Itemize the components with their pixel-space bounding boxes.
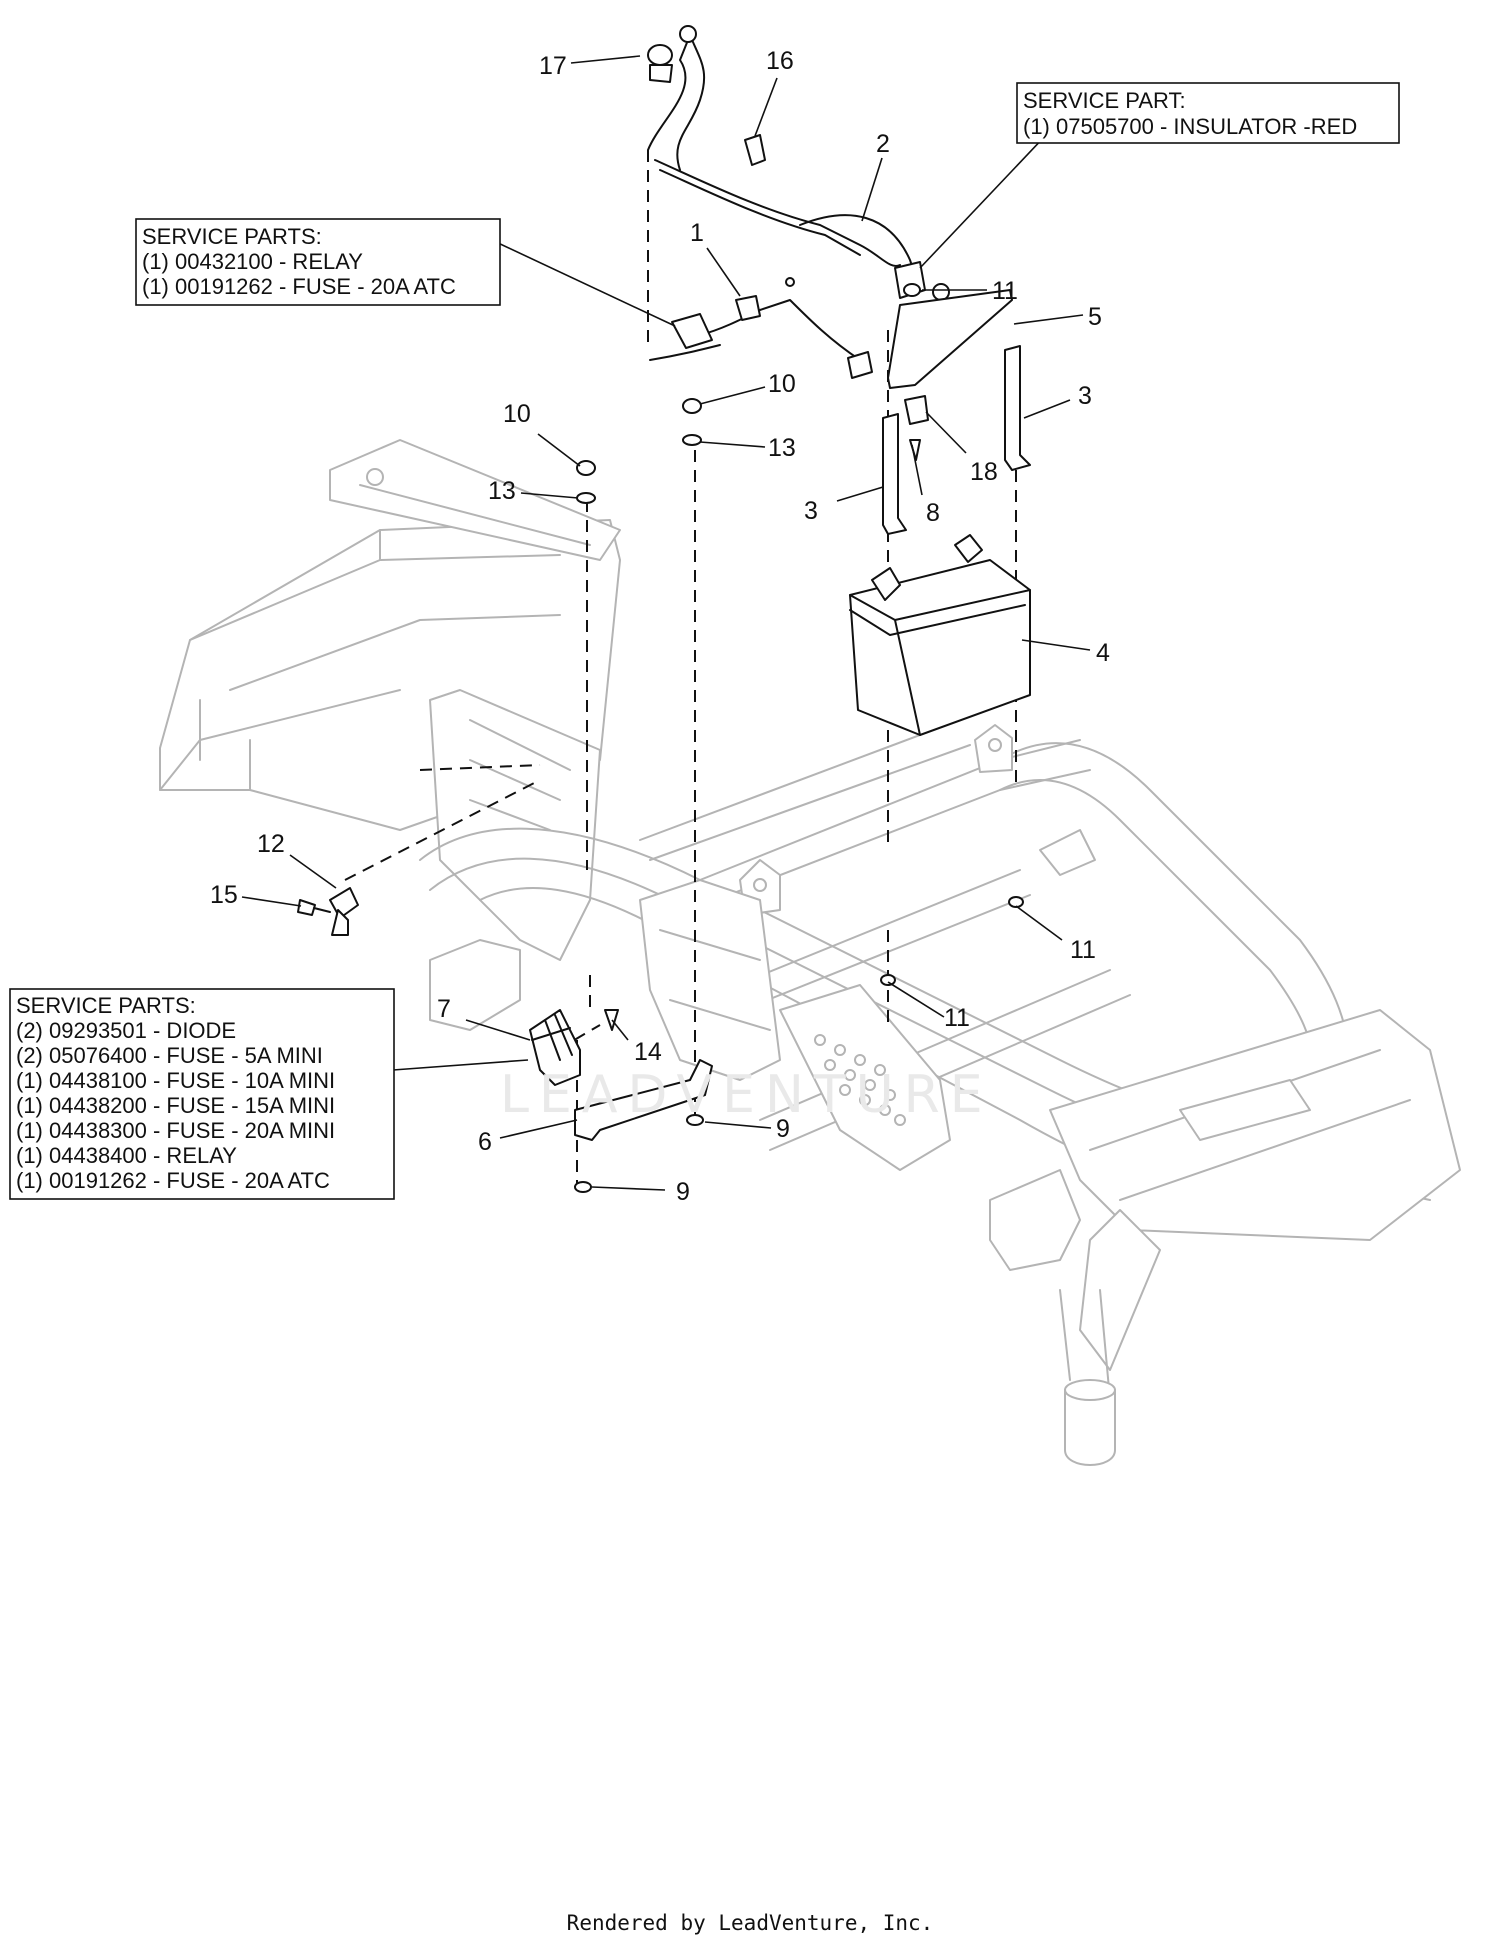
clip-16 — [744, 134, 766, 166]
watermark: LEADVENTURE — [500, 1065, 993, 1125]
callout-11-top: 11 — [992, 277, 1018, 305]
washer-13-center — [682, 434, 702, 446]
service-box-line: (1) 04438200 - FUSE - 15A MINI — [16, 1093, 335, 1118]
callout-15: 15 — [210, 881, 238, 909]
bracket-5 — [887, 289, 1013, 389]
callout-13-left: 13 — [488, 477, 516, 505]
service-box-relay: SERVICE PARTS: (1) 00432100 - RELAY (1) … — [135, 218, 501, 306]
service-box-line: (1) 00432100 - RELAY — [142, 249, 363, 274]
callout-16: 16 — [766, 47, 794, 75]
callout-14: 14 — [634, 1038, 662, 1066]
washer-13-left — [576, 492, 596, 504]
service-box-line: (2) 05076400 - FUSE - 5A MINI — [16, 1043, 323, 1068]
callout-4: 4 — [1096, 639, 1110, 667]
relay-harness-1 — [649, 277, 873, 379]
callout-7: 7 — [437, 995, 451, 1023]
callout-3-left: 3 — [804, 497, 818, 525]
bracket-3-right — [1004, 345, 1031, 471]
callout-18: 18 — [970, 458, 998, 486]
nut-11-lower — [880, 974, 896, 986]
callout-1: 1 — [690, 219, 704, 247]
callout-11-right: 11 — [1070, 936, 1096, 964]
screw-9-upper — [686, 1114, 704, 1126]
callout-labels: 17 16 2 1 11 5 10 13 10 13 3 18 3 8 4 12… — [210, 47, 1110, 1206]
service-box-line: (1) 00191262 - FUSE - 20A ATC — [142, 274, 456, 299]
service-box-fuse-block: SERVICE PARTS: (2) 09293501 - DIODE (2) … — [9, 988, 395, 1200]
bracket-6 — [574, 1059, 713, 1141]
callout-9-lower: 9 — [676, 1178, 690, 1206]
clamp-18 — [904, 395, 929, 425]
mower-frame — [159, 439, 1461, 1466]
screw-9-lower — [574, 1181, 592, 1193]
service-box-line: (1) 07505700 - INSULATOR -RED — [1023, 114, 1357, 139]
screw-14 — [604, 1009, 619, 1031]
nut-10-center — [682, 398, 702, 414]
service-box-title: SERVICE PARTS: — [142, 224, 322, 249]
callout-11-lower: 11 — [944, 1004, 970, 1032]
callout-17: 17 — [539, 52, 567, 80]
battery-4 — [849, 534, 1031, 736]
service-box-line: (1) 04438100 - FUSE - 10A MINI — [16, 1068, 335, 1093]
cable-end-17 — [647, 44, 673, 83]
nut-10-left — [576, 460, 596, 476]
callout-5: 5 — [1088, 303, 1102, 331]
service-box-title: SERVICE PARTS: — [16, 993, 196, 1018]
service-box-insulator: SERVICE PART: (1) 07505700 - INSULATOR -… — [1016, 82, 1400, 144]
callout-10-left: 10 — [503, 400, 531, 428]
callout-13-center: 13 — [768, 434, 796, 462]
callout-3-right: 3 — [1078, 382, 1092, 410]
callout-10-center: 10 — [768, 370, 796, 398]
service-box-line: (2) 09293501 - DIODE — [16, 1018, 236, 1043]
bracket-3-left — [882, 413, 907, 535]
service-box-line: (1) 04438300 - FUSE - 20A MINI — [16, 1118, 335, 1143]
callout-9-upper: 9 — [776, 1115, 790, 1143]
bolt-15 — [297, 899, 331, 916]
step-plate-holes — [814, 1034, 906, 1126]
callout-8: 8 — [926, 499, 940, 527]
nut-11-right — [1008, 896, 1024, 908]
footer-credit: Rendered by LeadVenture, Inc. — [566, 1911, 934, 1935]
callout-2: 2 — [876, 130, 890, 158]
callout-6: 6 — [478, 1128, 492, 1156]
service-box-title: SERVICE PART: — [1023, 88, 1186, 113]
clamp-12 — [329, 887, 359, 936]
fuse-block-7 — [529, 1009, 581, 1086]
callout-12: 12 — [257, 830, 285, 858]
service-box-line: (1) 00191262 - FUSE - 20A ATC — [16, 1168, 330, 1193]
nut-11-top — [903, 283, 921, 297]
service-box-line: (1) 04438400 - RELAY — [16, 1143, 237, 1168]
wire-harness-2 — [647, 25, 950, 301]
